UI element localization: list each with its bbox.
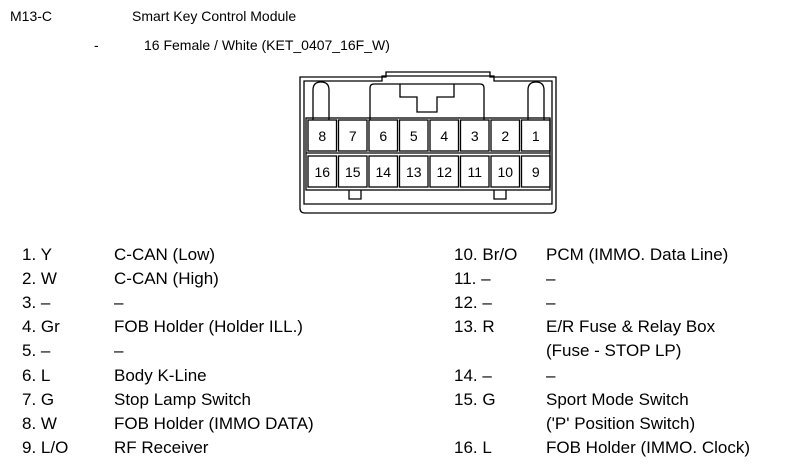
housing-inner	[303, 75, 553, 205]
pin-description: –	[546, 365, 556, 385]
pin-label: 14. –	[454, 365, 492, 385]
pin-label: 12. –	[454, 293, 492, 313]
pin-label: 1. Y	[22, 245, 52, 264]
pin-label: 3. –	[22, 293, 51, 313]
pin-entry: 3. – –	[22, 291, 382, 315]
pin-number: 16	[314, 164, 330, 180]
housing-outline	[299, 71, 557, 214]
connector-subtitle: 16 Female / White (KET_0407_16F_W)	[144, 37, 390, 53]
pin-number: 7	[349, 128, 357, 144]
pin-description: E/R Fuse & Relay Box	[546, 317, 716, 337]
pin-cell	[520, 119, 551, 152]
pin-description: RF Receiver	[114, 437, 209, 457]
pin-description: –	[546, 293, 556, 313]
pin-description: Sport Mode Switch	[546, 389, 689, 409]
subtitle-dash: -	[94, 37, 99, 53]
right-key	[527, 81, 545, 120]
pin-entry: 5. – –	[22, 339, 382, 363]
pin-cell	[520, 155, 551, 188]
pin-cell	[337, 119, 368, 152]
pin-number: 2	[501, 128, 509, 144]
pin-entry: 10. Br/O PCM (IMMO. Data Line)	[454, 243, 786, 267]
connector-diagram: 8 7 6 5 4 3 2 1 16 15 14 13 12 11 10 9	[299, 71, 557, 214]
pin-label: 8. W	[22, 413, 57, 433]
pin-cell	[490, 119, 521, 152]
pin-number: 8	[318, 128, 326, 144]
left-key	[312, 81, 330, 120]
pin-entry: 12. – –	[454, 291, 786, 315]
pin-cell	[307, 155, 338, 188]
pin-label: 11. –	[454, 269, 491, 289]
pin-cell	[490, 155, 521, 188]
pin-entry: 15. G Sport Mode Switch	[454, 388, 786, 412]
pin-cell	[459, 119, 490, 152]
pin-label: 10. Br/O	[454, 245, 518, 264]
pin-label: 2. W	[22, 269, 57, 289]
bottom-tab-left	[348, 190, 362, 200]
pin-label: 5. –	[22, 341, 51, 361]
pin-label: 13. R	[454, 317, 495, 337]
pin-number: 11	[467, 164, 482, 180]
pin-label: 4. Gr	[22, 317, 60, 337]
pin-description: C-CAN (Low)	[114, 245, 216, 264]
pin-description: C-CAN (High)	[114, 269, 219, 289]
pin-description: –	[114, 341, 124, 361]
pin-number: 9	[532, 164, 540, 180]
pin-entry: 2. W C-CAN (High)	[22, 267, 382, 291]
pin-number: 5	[410, 128, 418, 144]
pin-entry: 1. Y C-CAN (Low)	[22, 243, 382, 267]
pin-entry: 4. Gr FOB Holder (Holder ILL.)	[22, 315, 382, 339]
pin-entry: 16. L FOB Holder (IMMO. Clock)	[454, 436, 786, 460]
pin-entry: 11. – –	[454, 267, 786, 291]
pin-entry: ('P' Position Switch)	[454, 412, 786, 436]
pin-number: 14	[375, 164, 391, 180]
pin-cell	[429, 119, 460, 152]
pin-description: FOB Holder (Holder ILL.)	[114, 317, 303, 337]
pin-cell	[398, 155, 429, 188]
pin-number: 15	[345, 164, 361, 180]
bottom-tab-right	[493, 190, 507, 200]
pin-description: –	[546, 269, 556, 289]
pin-label: 9. L/O	[22, 437, 69, 457]
pin-cells: 8 7 6 5 4 3 2 1 16 15 14 13 12 11 10 9	[307, 119, 551, 188]
pin-description: ('P' Position Switch)	[546, 413, 696, 433]
latch-notch	[399, 84, 455, 113]
pin-description: (Fuse - STOP LP)	[546, 341, 682, 361]
pin-label: 16. L	[454, 437, 492, 457]
pin-entry: 13. R E/R Fuse & Relay Box	[454, 315, 786, 339]
pin-entry: (Fuse - STOP LP)	[454, 339, 786, 363]
pin-description: Stop Lamp Switch	[114, 389, 252, 409]
pin-cell	[368, 155, 399, 188]
pin-label: 15. G	[454, 389, 496, 409]
pin-entry: 9. L/O RF Receiver	[22, 436, 382, 460]
pin-entry: 8. W FOB Holder (IMMO DATA)	[22, 412, 382, 436]
pin-number: 12	[436, 164, 452, 180]
pin-frame	[305, 117, 551, 191]
pin-cell	[307, 119, 338, 152]
pin-cell	[429, 155, 460, 188]
pin-description: FOB Holder (IMMO. Clock)	[546, 437, 751, 457]
pin-entry: 6. L Body K-Line	[22, 364, 382, 388]
pin-number: 13	[406, 164, 422, 180]
pin-cell	[398, 119, 429, 152]
pin-number: 6	[379, 128, 387, 144]
latch	[369, 83, 485, 120]
pin-entry: 7. G Stop Lamp Switch	[22, 388, 382, 412]
module-title: Smart Key Control Module	[132, 8, 297, 24]
pin-cell	[459, 155, 490, 188]
pin-entry: 14. – –	[454, 364, 786, 388]
pin-description: Body K-Line	[114, 365, 207, 385]
pin-number: 10	[497, 164, 513, 180]
pin-description: FOB Holder (IMMO DATA)	[114, 413, 314, 433]
pin-number: 1	[532, 128, 540, 144]
pin-label: 6. L	[22, 365, 51, 385]
pin-description: –	[114, 293, 124, 313]
pin-label: 7. G	[22, 389, 55, 409]
connector-code: M13-C	[10, 8, 53, 24]
pin-number: 3	[471, 128, 479, 144]
pin-cell	[368, 119, 399, 152]
pin-cell	[337, 155, 368, 188]
pin-number: 4	[440, 128, 448, 144]
pin-description: PCM (IMMO. Data Line)	[546, 245, 729, 264]
